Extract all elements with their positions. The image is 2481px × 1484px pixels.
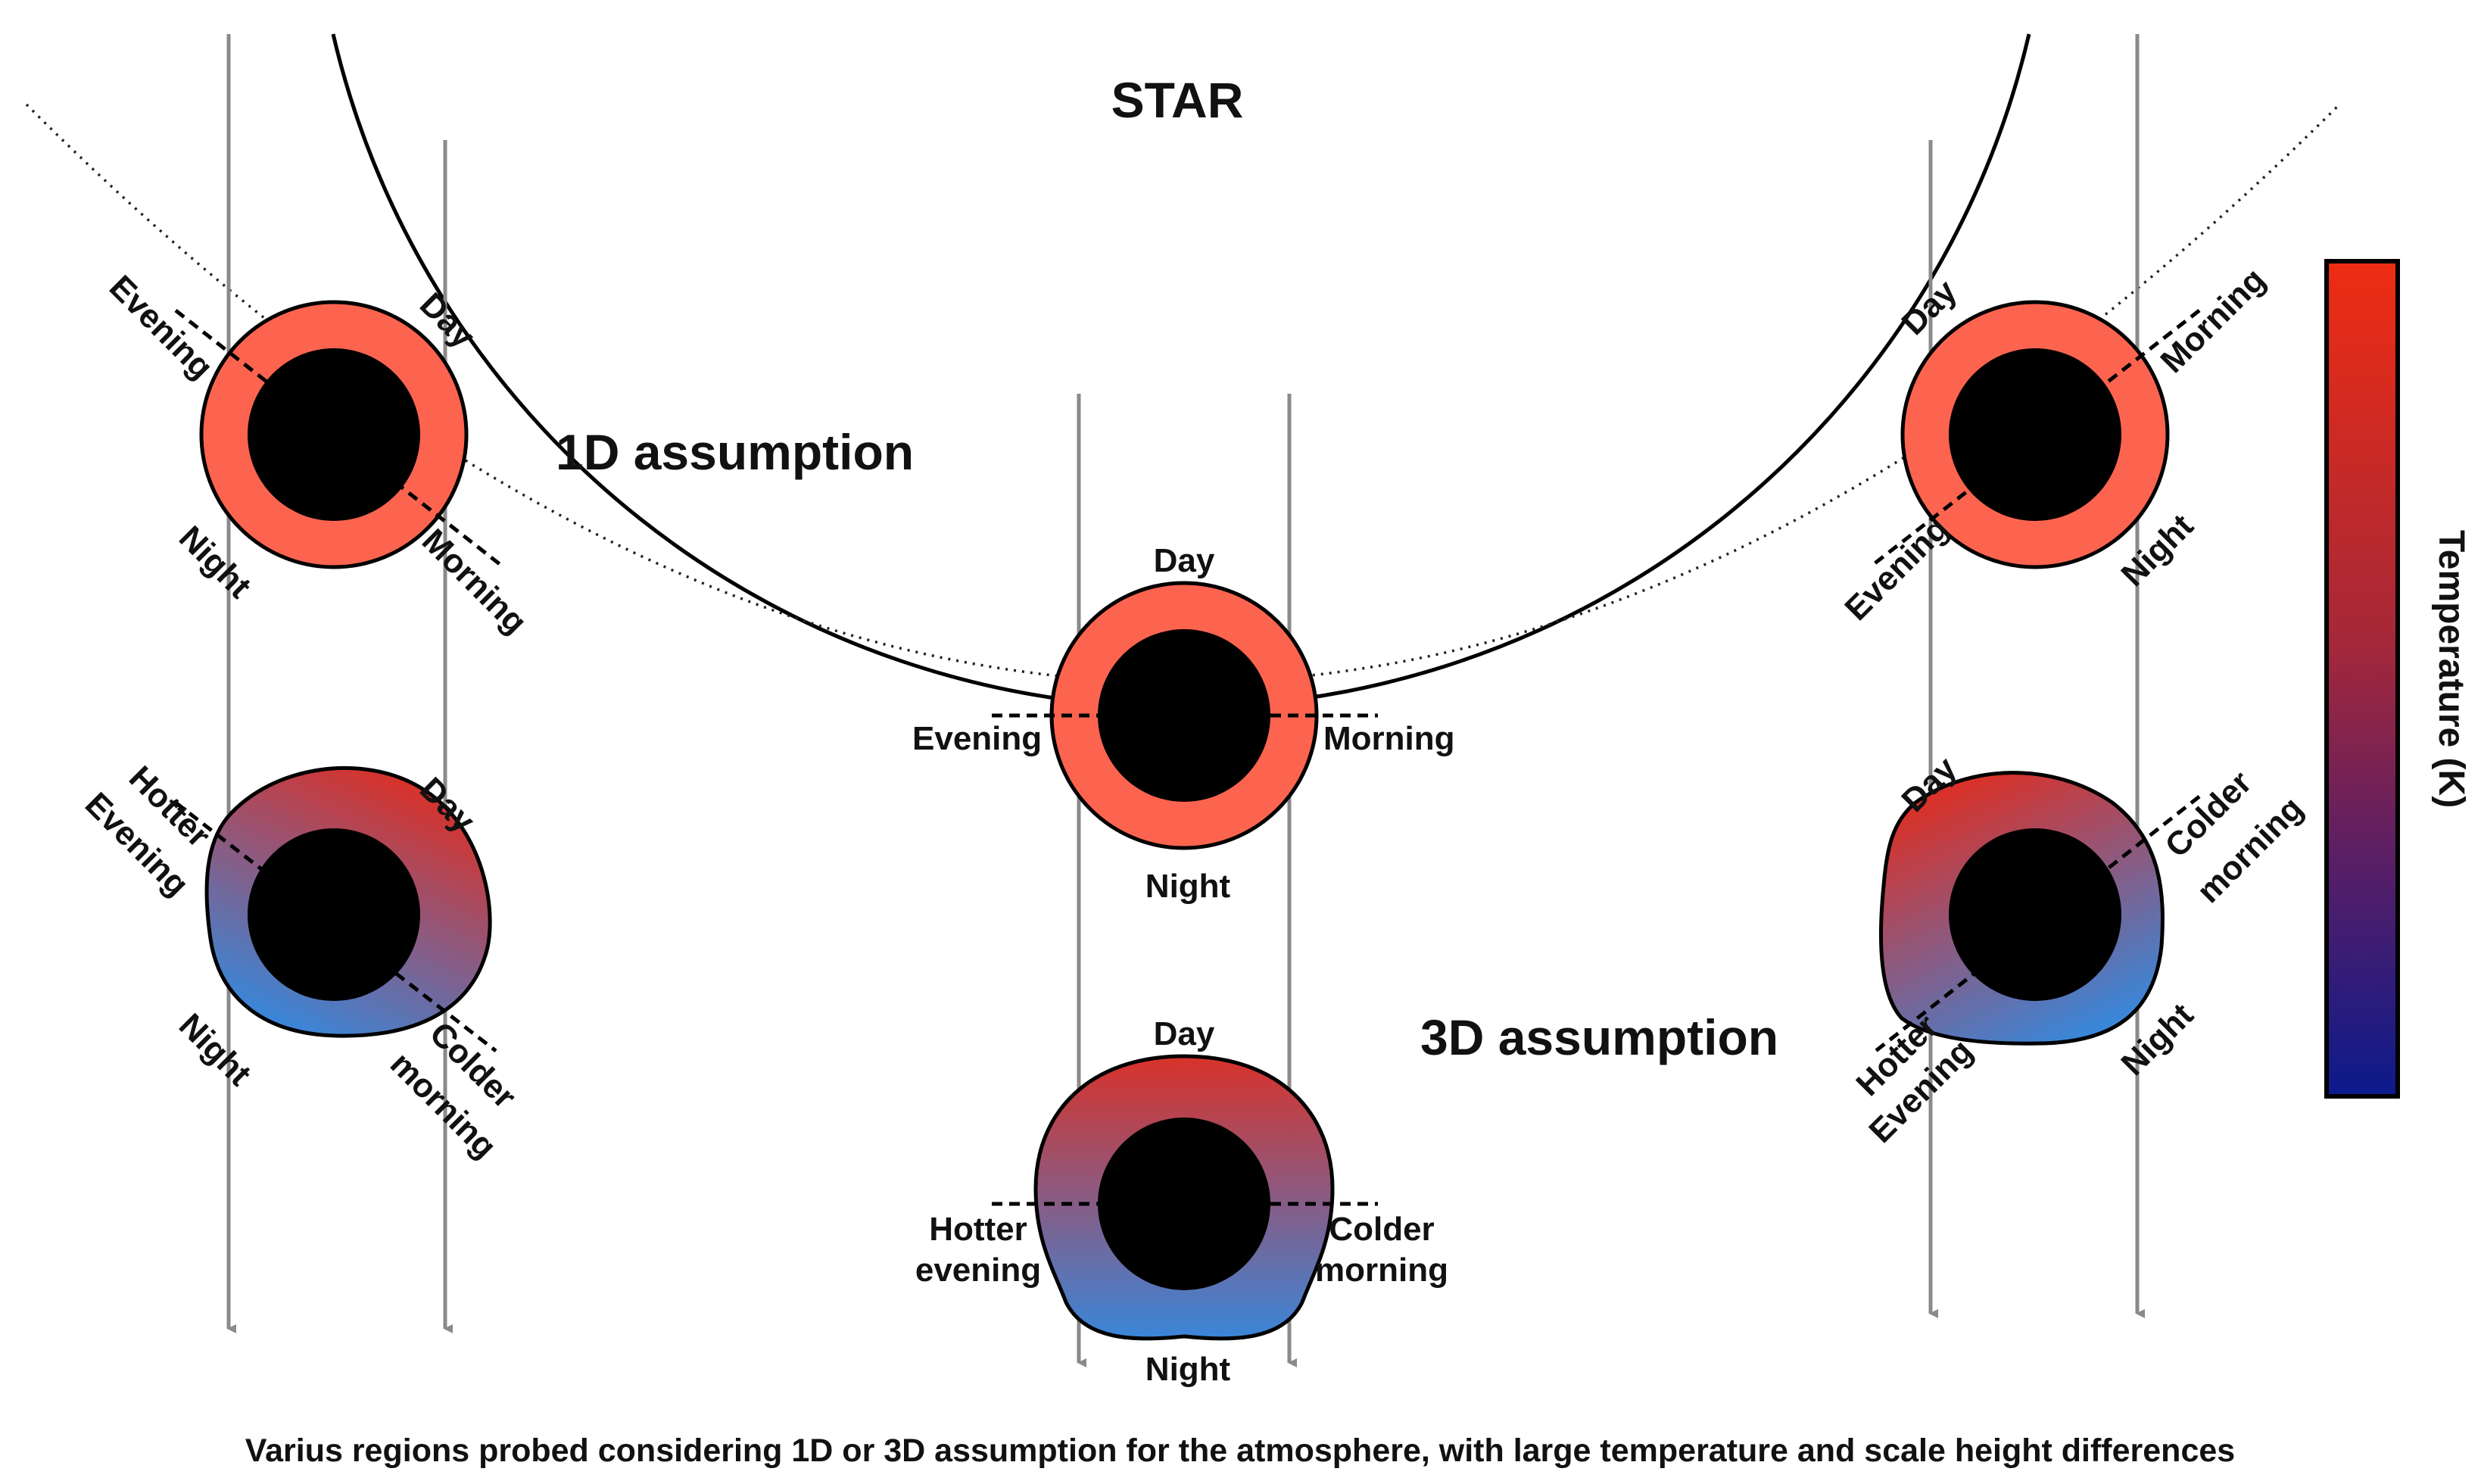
light-ray-arrows xyxy=(226,34,2145,1367)
heading-3d-assumption: 3D assumption xyxy=(1420,1009,1778,1065)
colder-label: Colder xyxy=(1329,1211,1434,1248)
morning-label: Morning xyxy=(1323,720,1455,757)
heading-1d-assumption: 1D assumption xyxy=(556,424,914,480)
morning-label: Morning xyxy=(2153,261,2272,380)
evening-label: Evening xyxy=(912,720,1042,757)
planet-1d-right: Day Morning Evening Night xyxy=(1837,261,2272,628)
evening-label: Evening xyxy=(102,268,220,386)
terminator-line xyxy=(174,801,497,1052)
night-label: Night xyxy=(1145,868,1231,905)
planet-1d-left: Day Evening Night Morning xyxy=(102,268,534,641)
planet-3d-center: Day Hotter evening Colder morning Night xyxy=(915,1015,1448,1388)
colorbar-label: Temperature (K) xyxy=(2431,530,2471,808)
planet-core xyxy=(1949,348,2121,521)
day-label: Day xyxy=(1154,1015,1215,1052)
night-label: Night xyxy=(1145,1351,1231,1388)
planet-3d-right: Day Colder morning Hotter Evening Night xyxy=(1849,750,2310,1150)
planet-core xyxy=(248,828,420,1001)
hotter-label: Hotter xyxy=(929,1211,1027,1248)
planet-1d-center: Day Evening Morning Night xyxy=(912,542,1455,905)
temperature-colorbar xyxy=(2324,259,2400,1099)
evening-label: Evening xyxy=(1837,510,1956,628)
morning-label: morning xyxy=(1315,1252,1448,1289)
day-label: Day xyxy=(1154,542,1215,579)
night-label: Night xyxy=(172,1006,258,1093)
morning-label: Morning xyxy=(415,522,534,641)
planet-3d-left: Day Hotter Evening Night Colder morning xyxy=(78,759,523,1165)
evening-label: evening xyxy=(915,1252,1041,1289)
star-label: STAR xyxy=(1111,72,1244,128)
figure-caption: Varius regions probed considering 1D or … xyxy=(245,1433,2235,1469)
